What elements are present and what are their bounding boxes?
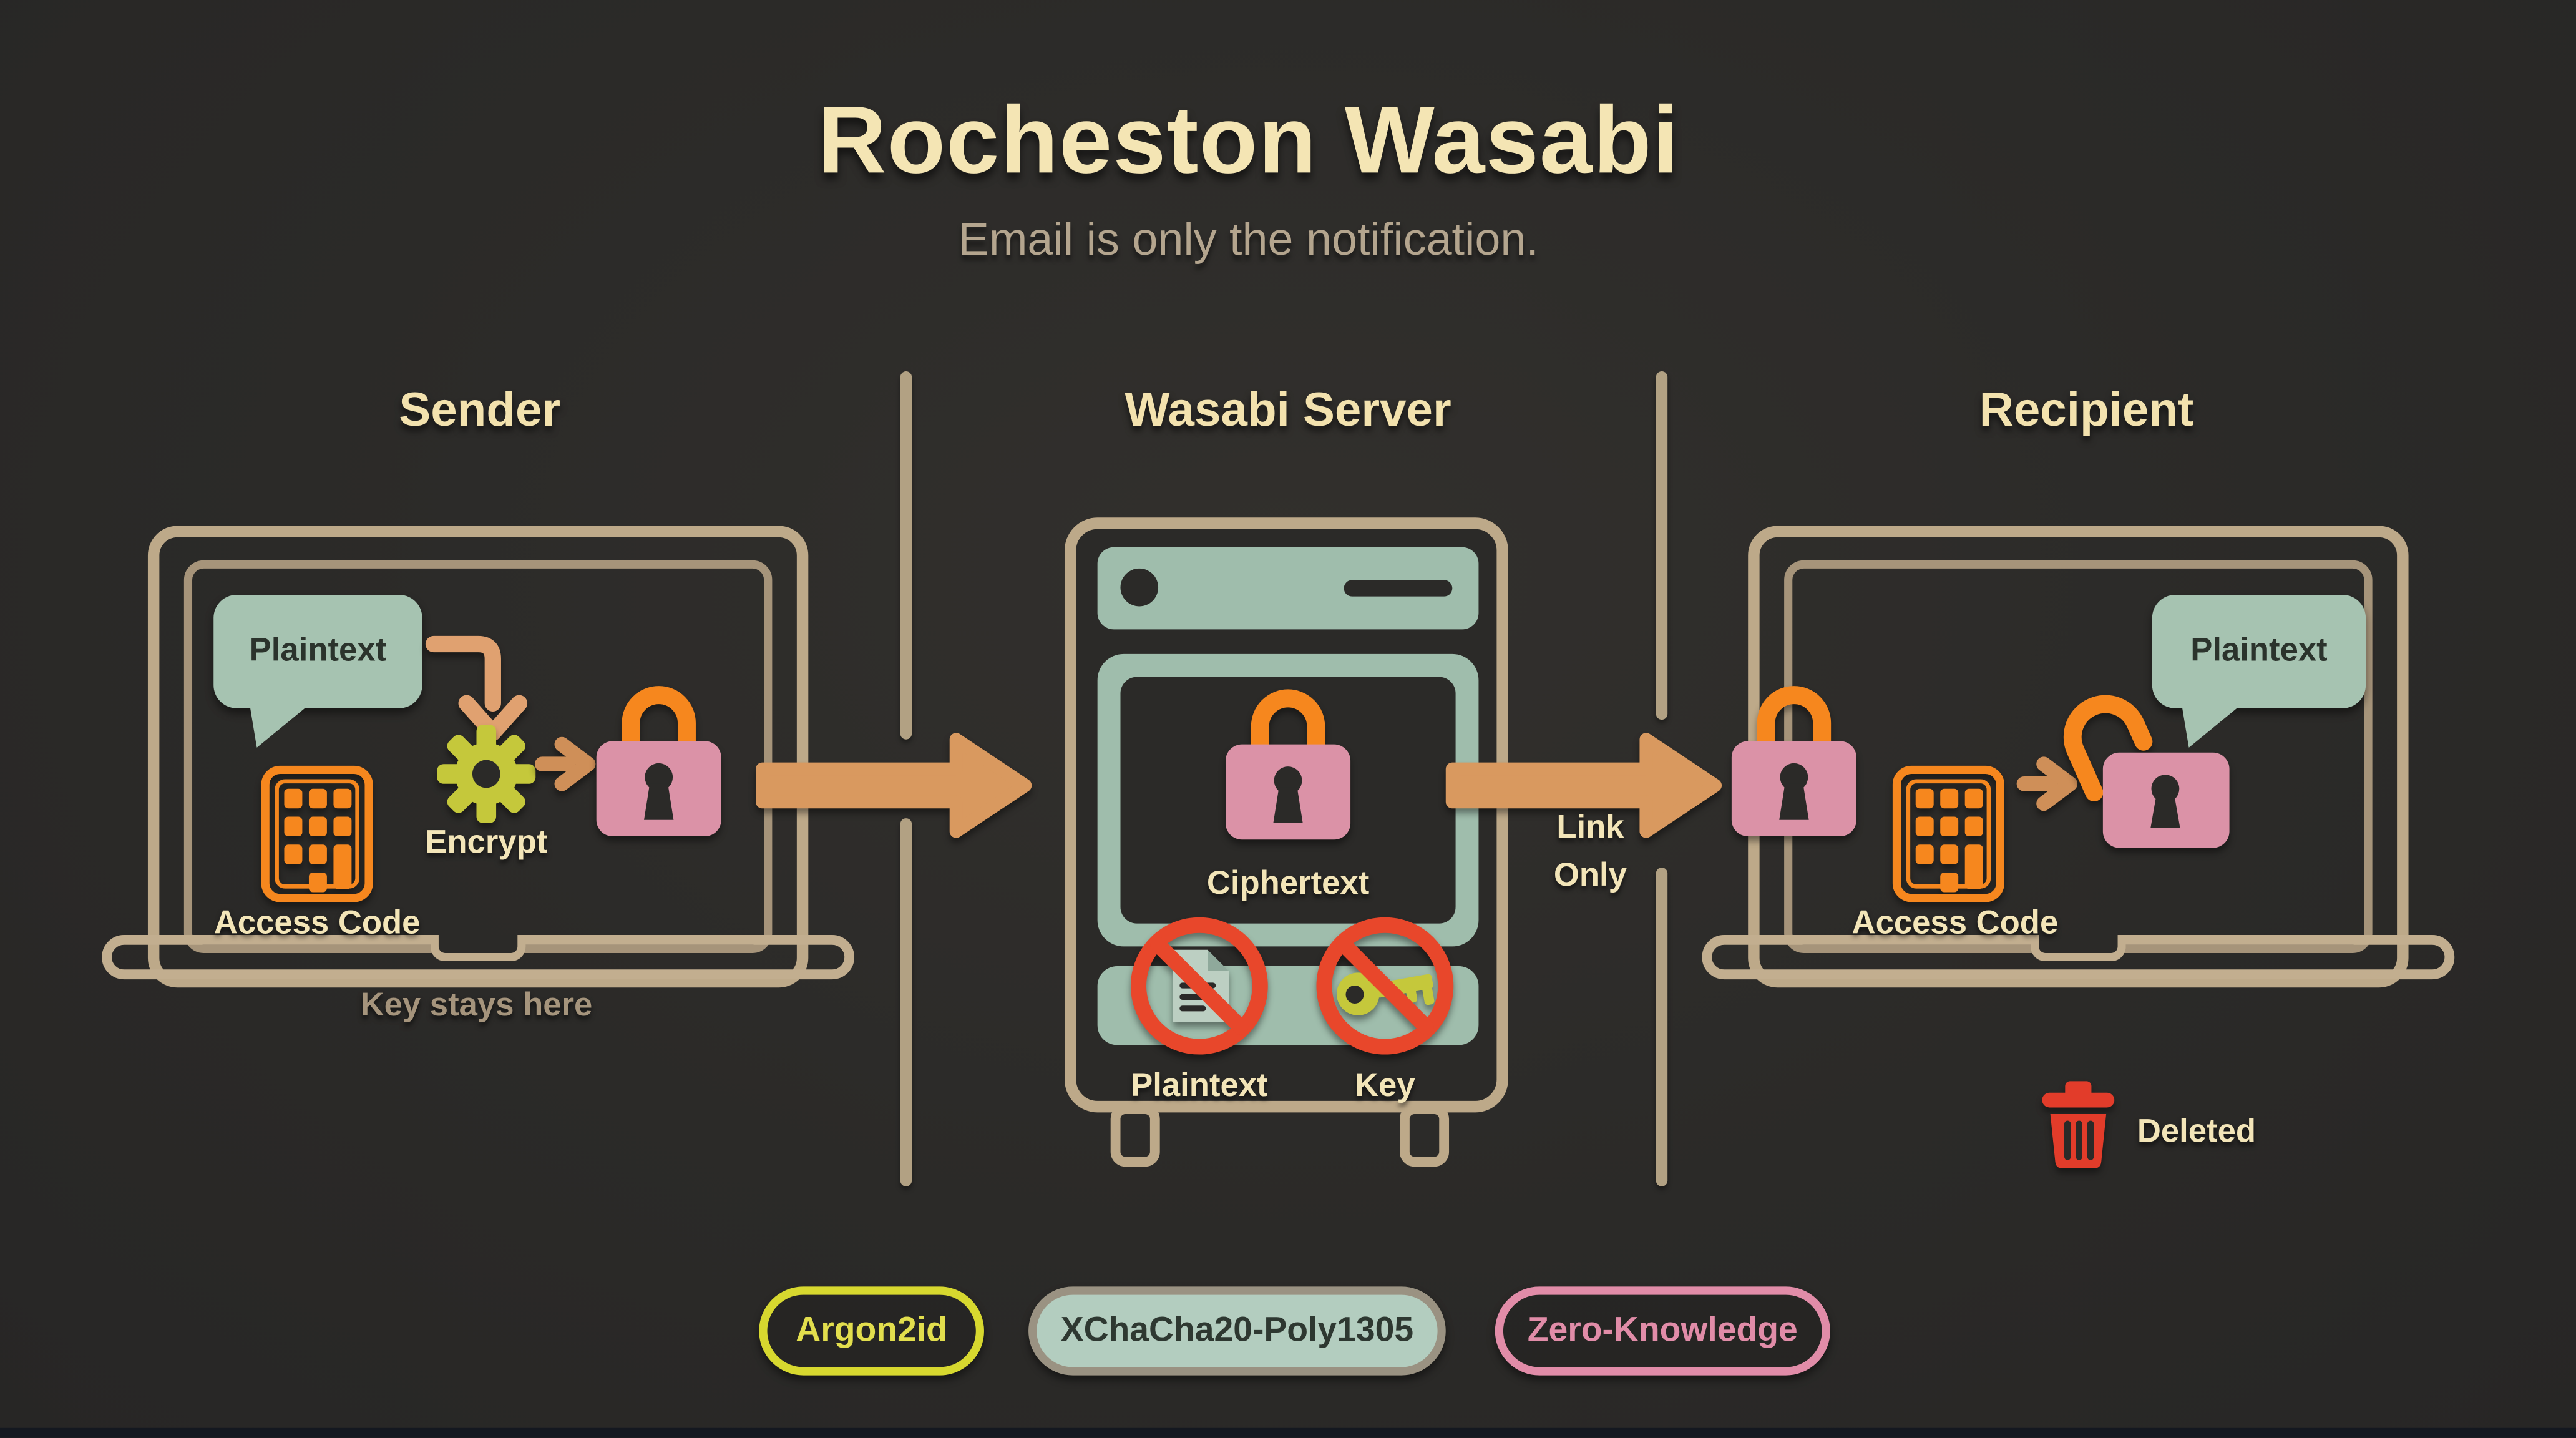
encrypt-gear-icon bbox=[437, 725, 536, 823]
recipient-laptop-screen-inner bbox=[1784, 560, 2373, 953]
badge-argon2id: Argon2id bbox=[759, 1286, 984, 1376]
recipient-locked-icon bbox=[1731, 686, 1856, 837]
trash-icon bbox=[2042, 1081, 2115, 1168]
arrow-server-to-recipient-icon bbox=[1445, 733, 1722, 838]
recipient-heading: Recipient bbox=[1979, 384, 2194, 438]
sender-access-code-keypad-icon bbox=[261, 765, 373, 902]
sender-lock-icon bbox=[596, 686, 721, 837]
arrow-sender-to-server-icon bbox=[756, 733, 1032, 838]
page-subtitle: Email is only the notification. bbox=[958, 213, 1539, 265]
sender-access-code-label: Access Code bbox=[213, 905, 421, 942]
server-heading: Wasabi Server bbox=[1125, 384, 1451, 438]
badge-zero-knowledge: Zero-Knowledge bbox=[1495, 1286, 1830, 1376]
deleted-label: Deleted bbox=[2137, 1113, 2256, 1150]
recipient-bubble-label: Plaintext bbox=[2190, 632, 2328, 669]
divider-sender-server-top bbox=[900, 371, 912, 740]
encrypt-label: Encrypt bbox=[425, 824, 548, 861]
recipient-small-arrow-icon bbox=[2016, 756, 2078, 811]
divider-server-recipient-bottom bbox=[1656, 868, 1668, 1186]
link-only-label: Link Only bbox=[1491, 805, 1689, 901]
server-foot-left bbox=[1110, 1104, 1160, 1167]
server-vent-slot bbox=[1344, 580, 1453, 597]
server-foot-right bbox=[1400, 1104, 1450, 1167]
badge-argon2id-label: Argon2id bbox=[796, 1311, 947, 1349]
divider-sender-server-bottom bbox=[900, 818, 912, 1186]
no-key-icon bbox=[1316, 917, 1454, 1055]
sender-small-arrow-icon bbox=[534, 736, 596, 791]
sender-caption: Key stays here bbox=[360, 987, 593, 1024]
no-key-label: Key bbox=[1355, 1068, 1415, 1105]
badge-xchacha20-poly1305: XChaCha20-Poly1305 bbox=[1028, 1286, 1446, 1376]
bottom-edge bbox=[0, 1427, 2576, 1438]
badge-xchacha20-poly1305-label: XChaCha20-Poly1305 bbox=[1060, 1311, 1414, 1349]
recipient-access-code-label: Access Code bbox=[1852, 905, 2059, 942]
sender-heading: Sender bbox=[399, 384, 561, 438]
server-power-dot bbox=[1120, 568, 1159, 607]
ciphertext-label: Ciphertext bbox=[1206, 866, 1370, 902]
link-only-line2: Only bbox=[1553, 858, 1627, 894]
sender-bubble-label: Plaintext bbox=[249, 632, 387, 669]
recipient-access-code-keypad-icon bbox=[1892, 765, 2004, 902]
recipient-plaintext-bubble bbox=[2152, 595, 2366, 708]
no-plaintext-label: Plaintext bbox=[1131, 1068, 1268, 1105]
badge-zero-knowledge-label: Zero-Knowledge bbox=[1527, 1311, 1798, 1349]
no-plaintext-icon bbox=[1130, 917, 1268, 1055]
link-only-line1: Link bbox=[1556, 809, 1624, 846]
sender-plaintext-bubble bbox=[213, 595, 422, 708]
ciphertext-lock-icon bbox=[1225, 689, 1351, 840]
page-title: Rocheston Wasabi bbox=[817, 87, 1680, 194]
divider-server-recipient-top bbox=[1656, 371, 1668, 720]
sender-laptop-notch bbox=[430, 935, 526, 962]
recipient-unlocked-icon bbox=[2063, 695, 2230, 848]
